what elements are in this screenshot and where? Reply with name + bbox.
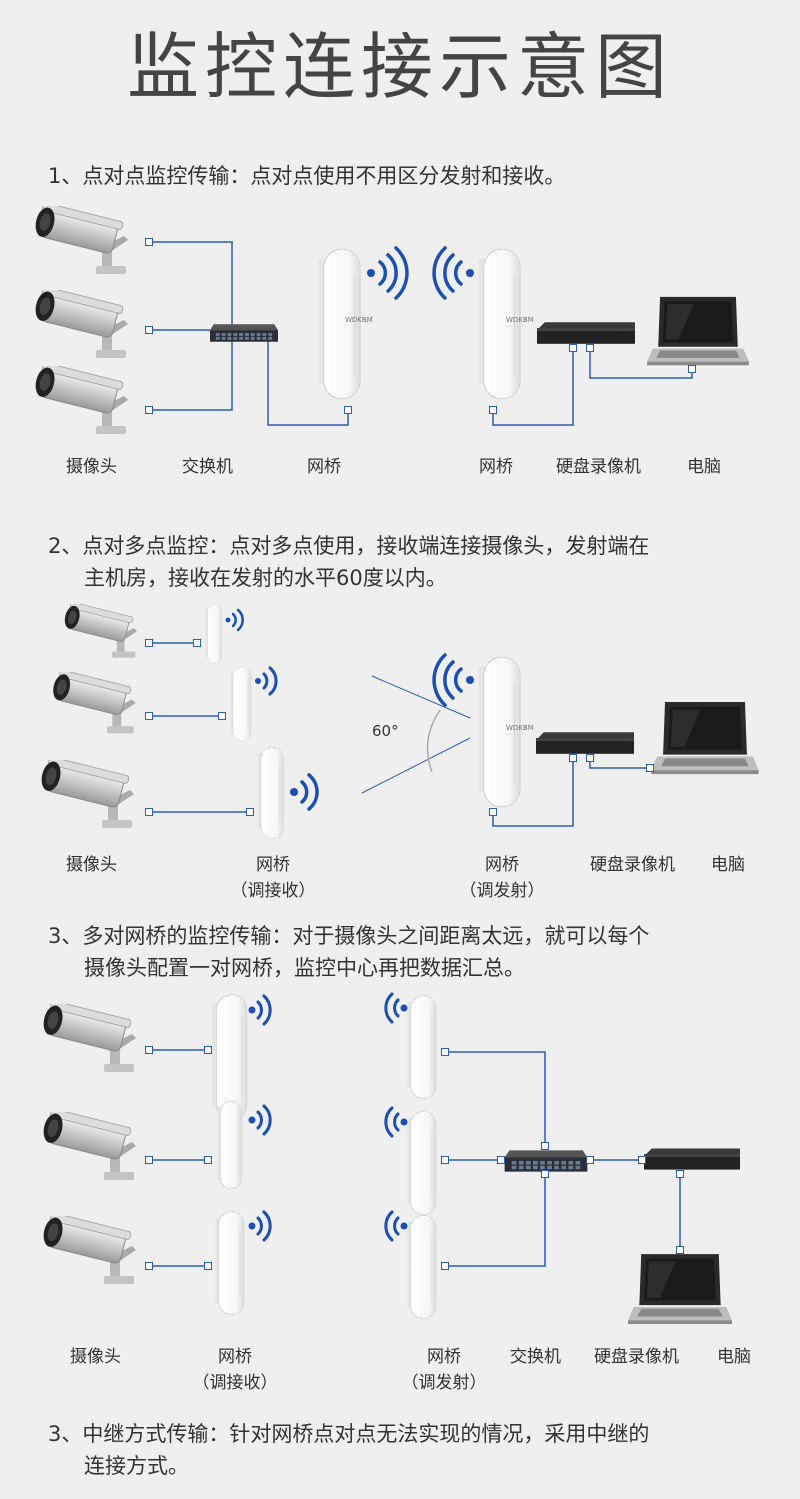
label-bridge-tx-name: 网桥 [427,1347,461,1367]
bridge-rx-icon [257,746,284,840]
bridge-rx-icon [211,994,248,1120]
bridge-rx-icon [205,604,223,664]
section-1-heading: 1、点对点监控传输：点对点使用不用区分发射和接收。 [48,164,566,188]
camera-icon [32,366,129,435]
switch-icon [504,1150,588,1172]
diagram-point-to-point: WDKBM WDKBM [32,206,749,435]
label-bridge-rx: 网桥 [479,457,513,477]
bridge-rx-icon [478,248,521,400]
bridge-tx-icon [407,1110,437,1216]
camera-icon [50,672,136,734]
diagram-point-to-multipoint: WDKBM [38,604,759,840]
label-bridge-rx-mode: （调接收） [192,1373,278,1393]
section-2-heading-line2: 主机房，接收在发射的水平60度以内。 [84,566,447,590]
brand-label: WDKBM [506,316,534,324]
wifi-signal-icon [255,666,278,696]
camera-icon [40,1112,137,1181]
label-bridge-rx: 网桥 （调接收） [228,852,318,904]
angle-label: 60° [372,722,399,740]
label-bridge-tx: 网桥 （调发射） [452,852,552,904]
label-bridge-rx-mode: （调接收） [230,881,316,901]
wifi-signal-icon [367,246,409,300]
label-bridge-tx: 网桥 （调发射） [394,1344,494,1396]
label-bridge-tx-mode: （调发射） [459,881,545,901]
nvr-icon [644,1148,740,1170]
label-bridge-rx-name: 网桥 [218,1347,252,1367]
label-camera: 摄像头 [70,1347,121,1367]
bridge-rx-icon [230,666,252,742]
wifi-signal-icon [432,653,474,707]
label-nvr: 硬盘录像机 [556,457,641,477]
label-switch: 交换机 [510,1347,561,1367]
label-camera: 摄像头 [66,457,117,477]
label-pc: 电脑 [717,1347,751,1367]
section-4-heading: 3、中继方式传输：针对网桥点对点无法实现的情况，采用中继的 连接方式。 [48,1418,649,1482]
section-3-heading-line2: 摄像头配置一对网桥，监控中心再把数据汇总。 [84,956,525,980]
bridge-tx-icon [478,656,521,808]
label-bridge-tx-mode: （调发射） [401,1373,487,1393]
section-4-heading-line2: 连接方式。 [84,1454,189,1478]
wifi-signal-icon [225,608,244,632]
brand-label: WDKBM [506,724,534,732]
camera-icon [38,760,135,829]
bridge-tx-icon [407,1214,437,1320]
page-title: 监控连接示意图 [126,25,673,109]
laptop-icon [628,1254,732,1325]
wifi-signal-icon [432,246,474,300]
links [152,241,693,426]
wifi-signal-icon [384,1106,408,1138]
section-3-heading: 3、多对网桥的监控传输：对于摄像头之间距离太远，就可以每个 摄像头配置一对网桥，… [48,920,649,984]
label-nvr: 硬盘录像机 [590,855,675,875]
label-pc: 电脑 [711,855,745,875]
camera-icon [40,1216,137,1285]
wifi-signal-icon [248,1104,272,1136]
wifi-signal-icon [248,994,272,1026]
label-bridge-tx: 网桥 [307,457,341,477]
label-switch: 交换机 [182,457,233,477]
camera-icon [40,1004,137,1073]
brand-label: WDKBM [345,316,373,324]
laptop-icon [651,701,759,775]
wifi-signal-icon [384,992,408,1024]
label-bridge-tx-name: 网桥 [485,855,519,875]
bridge-tx-icon [407,994,437,1100]
wifi-signal-icon [384,1210,408,1242]
label-bridge-rx: 网桥 （调接收） [190,1344,280,1396]
section-2-heading: 2、点对多点监控：点对多点使用，接收端连接摄像头，发射端在 主机房，接收在发射的… [48,530,649,594]
diagram-multi-pair [40,992,740,1325]
label-pc: 电脑 [687,457,721,477]
nvr-icon [537,322,635,344]
wifi-signal-icon [248,1210,272,1242]
bridge-tx-icon [318,248,361,400]
wifi-signal-icon [290,773,319,811]
section-3-heading-line1: 3、多对网桥的监控传输：对于摄像头之间距离太远，就可以每个 [48,924,650,948]
label-nvr: 硬盘录像机 [594,1347,679,1367]
bridge-rx-icon [217,1100,243,1190]
switch-icon [210,324,278,342]
camera-icon [62,604,138,659]
nvr-icon [536,732,634,754]
laptop-icon [647,296,749,366]
section-2-heading-line1: 2、点对多点监控：点对多点使用，接收端连接摄像头，发射端在 [48,534,650,558]
camera-icon [32,290,129,359]
label-camera: 摄像头 [66,855,117,875]
camera-icon [32,206,129,275]
bridge-rx-icon [215,1210,245,1316]
label-bridge-rx-name: 网桥 [256,855,290,875]
section-4-heading-line1: 3、中继方式传输：针对网桥点对点无法实现的情况，采用中继的 [48,1422,650,1446]
